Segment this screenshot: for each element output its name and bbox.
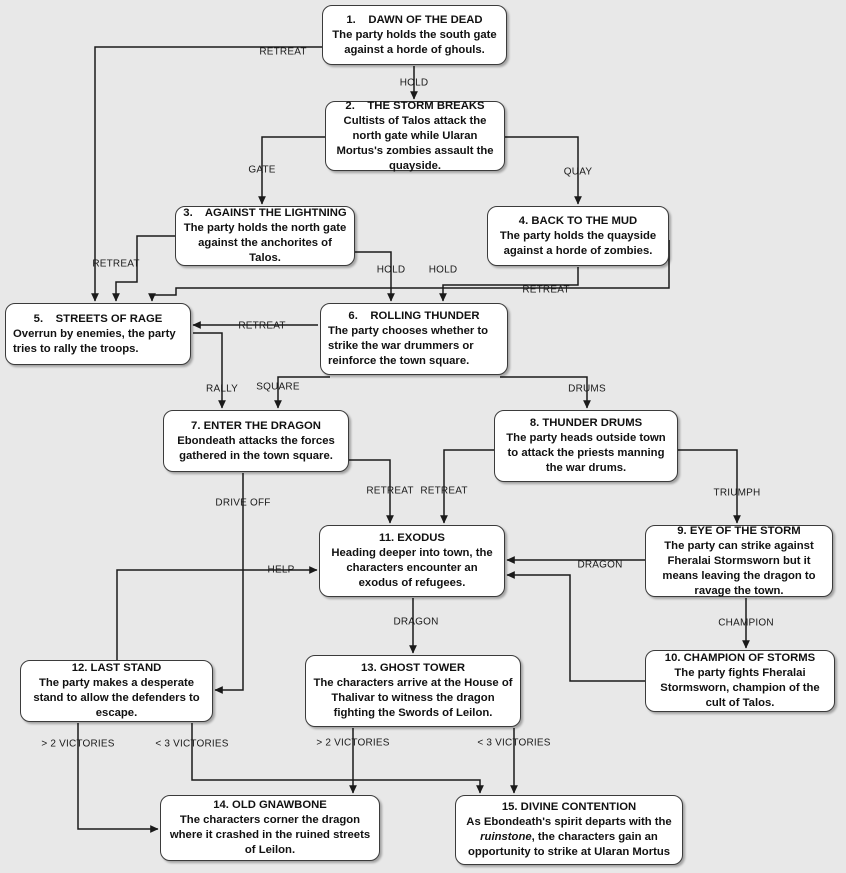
edge-label-l-quay: QUAY [563,166,593,178]
node-description: The party fights Fheralai Stormsworn, ch… [660,667,820,709]
edge-label-l-retreat-6: RETREAT [420,485,468,497]
node-description: The characters corner the dragon where i… [169,814,371,856]
node-description: Heading deeper into town, the characters… [331,547,493,589]
node-title: 13. GHOST TOWER [361,662,465,674]
node-description: Overrun by enemies, the party tries to r… [13,327,176,355]
node-title: 8. THUNDER DRUMS [529,417,643,429]
edge-label-l-help: HELP [267,564,295,576]
node-4-back-to-the-mud[interactable]: 4. BACK TO THE MUD The party holds the q… [487,206,669,266]
node-title: 9. EYE OF THE STORM [677,524,801,537]
node-15-divine-contention[interactable]: 15. DIVINE CONTENTION As Ebondeath's spi… [455,795,683,865]
edge-label-l-drums: DRUMS [568,383,606,395]
node-description: The party makes a desperate stand to all… [33,677,200,719]
node-8-thunder-drums[interactable]: 8. THUNDER DRUMS The party heads outside… [494,410,678,482]
edge-label-l-dragon-1: DRAGON [577,559,623,571]
node-title: 12. LAST STAND [71,662,162,674]
node-title: 10. CHAMPION OF STORMS [664,652,816,664]
edge-label-l-drive-off: DRIVE OFF [215,497,271,509]
edge-label-l-retreat-3: RETREAT [522,284,570,296]
edge-label-l-hold-3: HOLD [428,264,458,276]
node-title: 14. OLD GNAWBONE [213,799,327,811]
edge-label-l-vic-4: < 3 VICTORIES [477,737,551,749]
node-description: The party holds the south gate against a… [332,28,497,56]
edge-label-l-hold-2: HOLD [376,264,406,276]
edge-label-l-vic-1: > 2 VICTORIES [41,738,115,750]
node-9-eye-of-the-storm[interactable]: 9. EYE OF THE STORM The party can strike… [645,525,833,597]
node-title: 5. STREETS OF RAGE [33,312,163,325]
node-description: The party heads outside town to attack t… [506,432,666,474]
node-11-exodus[interactable]: 11. EXODUS Heading deeper into town, the… [319,525,505,597]
edge-label-l-retreat-5: RETREAT [366,485,414,497]
node-description: The party holds the quayside against a h… [499,229,657,257]
edge-label-l-vic-2: < 3 VICTORIES [155,738,229,750]
node-7-enter-the-dragon[interactable]: 7. ENTER THE DRAGON Ebondeath attacks th… [163,410,349,472]
node-description: As Ebondeath's spirit departs with the r… [466,816,672,858]
node-description: The party holds the north gate against t… [183,222,347,264]
node-13-ghost-tower[interactable]: 13. GHOST TOWER The characters arrive at… [305,655,521,727]
node-title: 6. ROLLING THUNDER [348,310,480,322]
node-title: 7. ENTER THE DRAGON [191,419,321,432]
node-5-streets-of-rage[interactable]: 5. STREETS OF RAGE Overrun by enemies, t… [5,303,191,365]
edge-label-l-retreat-1: RETREAT [259,46,307,58]
node-title: 4. BACK TO THE MUD [518,214,638,227]
node-title: 2. THE STORM BREAKS [345,99,485,112]
node-1-dawn-of-the-dead[interactable]: 1. DAWN OF THE DEAD The party holds the … [322,5,507,65]
node-description: Ebondeath attacks the forces gathered in… [177,434,335,462]
node-description: The party can strike against Fheralai St… [662,539,816,597]
edge-label-l-vic-3: > 2 VICTORIES [316,737,390,749]
edge-label-l-hold-1: HOLD [399,77,429,89]
edge-label-l-retreat-2: RETREAT [92,258,140,270]
edge-label-l-rally: RALLY [206,383,238,395]
node-3-against-the-lightning[interactable]: 3. AGAINST THE LIGHTNING The party holds… [175,206,355,266]
node-description: The characters arrive at the House of Th… [313,677,513,719]
node-10-champion-of-storms[interactable]: 10. CHAMPION OF STORMS The party fights … [645,650,835,712]
node-12-last-stand[interactable]: 12. LAST STAND The party makes a despera… [20,660,213,722]
node-title: 11. EXODUS [379,532,445,544]
node-14-old-gnawbone[interactable]: 14. OLD GNAWBONE The characters corner t… [160,795,380,861]
node-description: Cultists of Talos attack the north gate … [336,114,494,172]
node-6-rolling-thunder[interactable]: 6. ROLLING THUNDER The party chooses whe… [320,303,508,375]
node-title: 1. DAWN OF THE DEAD [346,13,483,26]
node-title: 15. DIVINE CONTENTION [501,801,637,813]
edge-label-l-gate: GATE [248,164,276,176]
edge-label-l-champion: CHAMPION [718,617,774,629]
node-2-the-storm-breaks[interactable]: 2. THE STORM BREAKS Cultists of Talos at… [325,99,505,172]
edge-label-l-dragon-2: DRAGON [393,616,439,628]
edge-label-l-retreat-4: RETREAT [238,320,286,332]
edge-label-l-triumph: TRIUMPH [713,487,761,499]
node-title: 3. AGAINST THE LIGHTNING [183,207,347,219]
node-description: The party chooses whether to strike the … [328,325,489,367]
edge-label-l-square: SQUARE [256,381,300,393]
